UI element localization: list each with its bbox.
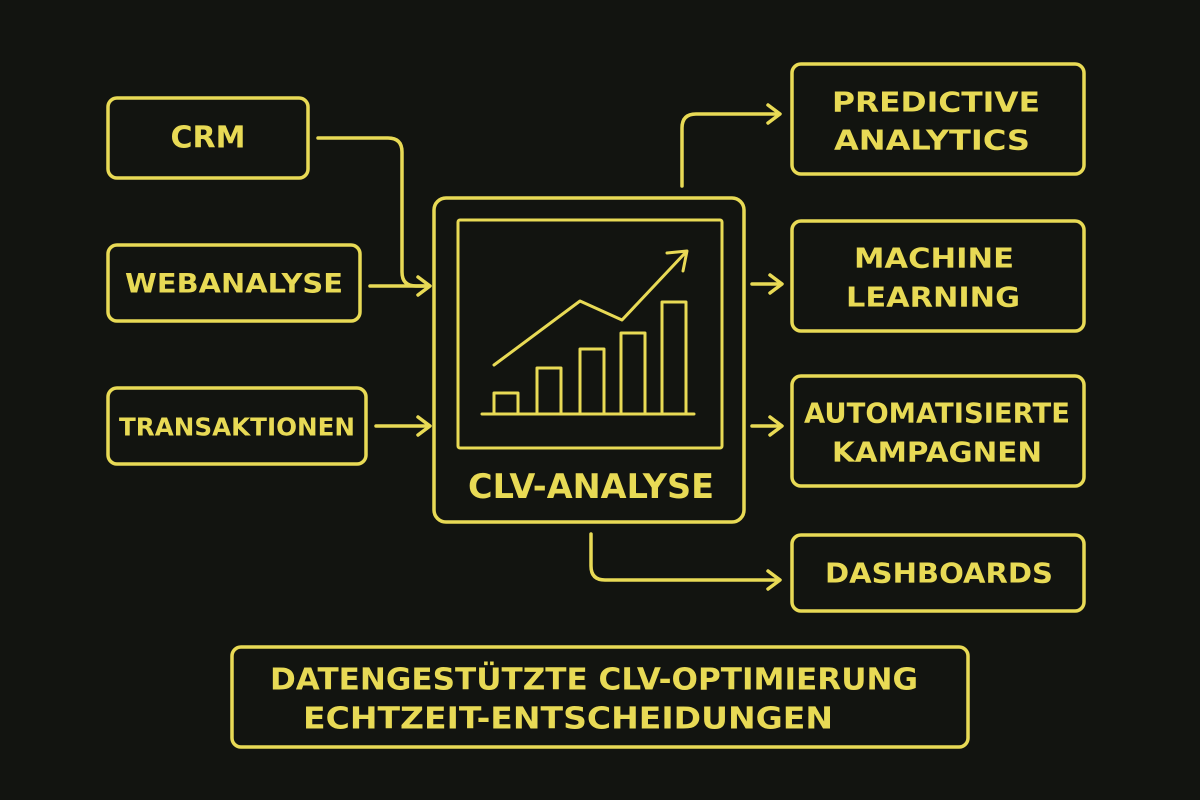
icon-trend-arrowhead [665,249,689,273]
input-node-webanalyse [106,243,362,323]
arrowhead-crm [416,275,432,297]
center-node-clv-analyse [432,196,746,524]
center-inner-frame [456,218,724,450]
footer-box [230,645,970,749]
icon-trend-line [492,250,688,367]
output-box-predictive-analytics [790,62,1086,176]
input-box-transaktionen [106,386,368,466]
input-node-crm [106,96,310,180]
input-label-webanalyse: WEBANALYSE [125,269,343,300]
icon-bar-3 [578,347,606,416]
footer-line-1: DATENGESTÜTZTE CLV-OPTIMIERUNG [270,661,918,698]
bar-chart-trend-icon [480,249,696,416]
connector-center-to-dashboards [589,532,780,582]
icon-bar-5 [660,300,688,416]
output-label-predictive-line-2: ANALYTICS [834,124,1030,157]
icon-bar-4 [619,331,647,416]
center-outer-box [432,196,746,524]
output-label-predictive-line-1: PREDICTIVE [832,86,1040,119]
center-label: CLV-ANALYSE [468,467,714,507]
output-label-dashboards: DASHBOARDS [825,557,1053,590]
input-label-crm: CRM [171,121,246,156]
connector-crm-to-center [316,136,430,288]
arrowhead-transaktionen [416,415,432,437]
output-box-machine-learning [790,219,1086,333]
arrowhead-kampagnen [768,415,784,437]
input-node-transaktionen [106,386,368,466]
connector-center-to-predictive [680,112,780,188]
footer-line-2: ECHTZEIT-ENTSCHEIDUNGEN [303,702,833,737]
output-label-machine-line-2: LEARNING [846,281,1020,314]
input-box-webanalyse [106,243,362,323]
output-box-automatisierte-kampagnen [790,374,1086,488]
arrowhead-machine-learning [768,273,784,295]
output-label-machine-line-1: MACHINE [854,242,1014,275]
icon-bar-1 [492,391,520,416]
arrowhead-dashboards [766,569,782,591]
icon-bar-2 [535,366,563,416]
output-box-dashboards [790,533,1086,613]
arrowhead-predictive [766,103,782,125]
output-label-kampagnen-line-2: KAMPAGNEN [832,436,1042,469]
input-box-crm [106,96,310,180]
input-label-transaktionen: TRANSAKTIONEN [119,413,355,442]
output-label-kampagnen-line-1: AUTOMATISIERTE [804,397,1070,430]
